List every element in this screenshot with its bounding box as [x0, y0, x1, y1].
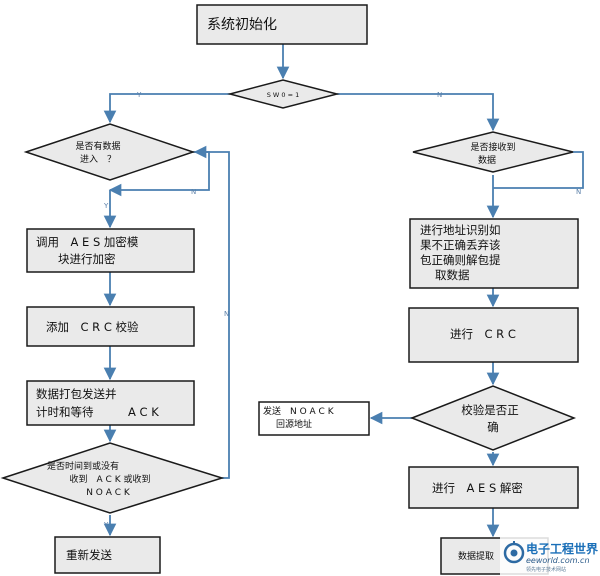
box-aes-decrypt: 进行 A E S 解密: [408, 466, 579, 509]
edge-timeout-no-back: [193, 145, 230, 479]
decision-has-data-line2: 进入 ？: [80, 154, 116, 165]
label-hasdata-no: N: [191, 188, 196, 196]
box-pack-send: 数据打包发送并 计时和等待 A C K: [26, 380, 195, 426]
box-addr-check: 进行地址识别如 果不正确丢弃该 包正确则解包提 取数据: [409, 218, 579, 289]
label-hasdata-yes: Y: [103, 202, 109, 210]
box-send-noack: 发送 N O A C K 回源地址: [258, 401, 370, 436]
label-sw-no: N: [437, 91, 442, 99]
eeworld-logo-icon: [503, 541, 525, 564]
box-do-crc-label: 进行 C R C: [450, 327, 516, 341]
box-add-crc-label: 添加 C R C 校验: [46, 320, 139, 334]
box-pack-send-line1: 数据打包发送并: [36, 387, 117, 401]
decision-sw-label: S W 0 = 1: [267, 91, 300, 99]
decision-crc-ok-line1: 校验是否正: [461, 403, 519, 417]
box-aes-encrypt-line1: 调用 A E S 加密模: [36, 235, 139, 249]
decision-timeout: 是否时间到或没有 收到 A C K 或收到 N O A C K: [0, 442, 225, 514]
edge-sw-yes: [103, 93, 230, 124]
decision-timeout-line2: 收到 A C K 或收到: [70, 473, 151, 485]
box-addr-check-line2: 果不正确丢弃该: [420, 238, 501, 252]
decision-has-data-line1: 是否有数据: [75, 140, 120, 152]
decision-crc-ok: 校验是否正 确: [409, 385, 577, 451]
node-start-label: 系统初始化: [207, 16, 277, 33]
decision-timeout-line3: N O A C K: [86, 488, 131, 498]
connectors: [103, 44, 584, 538]
box-send-noack-line2: 回源地址: [276, 418, 312, 430]
box-resend: 重新发送: [54, 536, 161, 574]
decision-has-data: 是否有数据 进入 ？: [23, 123, 196, 181]
decision-received-line1: 是否接收到: [470, 141, 515, 153]
label-sw-yes: Y: [136, 91, 142, 99]
box-addr-check-line3: 包正确则解包提: [420, 253, 501, 267]
watermark-brand: 电子工程世界: [526, 541, 598, 556]
label-timeout-yes: Y: [103, 521, 109, 529]
box-extract-label: 数据提取: [458, 550, 494, 562]
box-send-noack-line1: 发送 N O A C K: [263, 405, 335, 417]
edge-received-no-loop: [493, 151, 584, 189]
box-aes-encrypt: 调用 A E S 加密模 块进行加密: [26, 228, 195, 273]
label-timeout-no: N: [224, 310, 229, 318]
box-aes-decrypt-label: 进行 A E S 解密: [432, 481, 523, 495]
watermark-tagline: 领先电子技术网站: [526, 566, 566, 573]
decision-received: 是否接收到 数据: [412, 131, 574, 173]
node-start: 系统初始化: [196, 4, 368, 45]
decision-sw: S W 0 = 1: [227, 79, 340, 109]
decision-timeout-line1: 是否时间到或没有: [47, 460, 119, 472]
watermark-url: eeworld.com.cn: [526, 556, 590, 565]
box-resend-label: 重新发送: [66, 548, 112, 562]
box-addr-check-line1: 进行地址识别如: [420, 223, 501, 237]
box-pack-send-line2: 计时和等待 A C K: [36, 405, 159, 419]
watermark: 电子工程世界 eeworld.com.cn 领先电子技术网站: [500, 536, 600, 576]
edge-labels: Y N N Y N Y N: [103, 91, 581, 529]
label-received-no: N: [576, 188, 581, 196]
box-do-crc: 进行 C R C: [408, 307, 579, 363]
box-add-crc: 添加 C R C 校验: [26, 306, 195, 347]
box-aes-encrypt-line2: 块进行加密: [58, 252, 116, 266]
decision-received-line2: 数据: [478, 154, 496, 166]
decision-crc-ok-line2: 确: [487, 420, 499, 434]
edge-sw-no: [337, 93, 500, 132]
box-addr-check-line4: 取数据: [435, 268, 470, 282]
